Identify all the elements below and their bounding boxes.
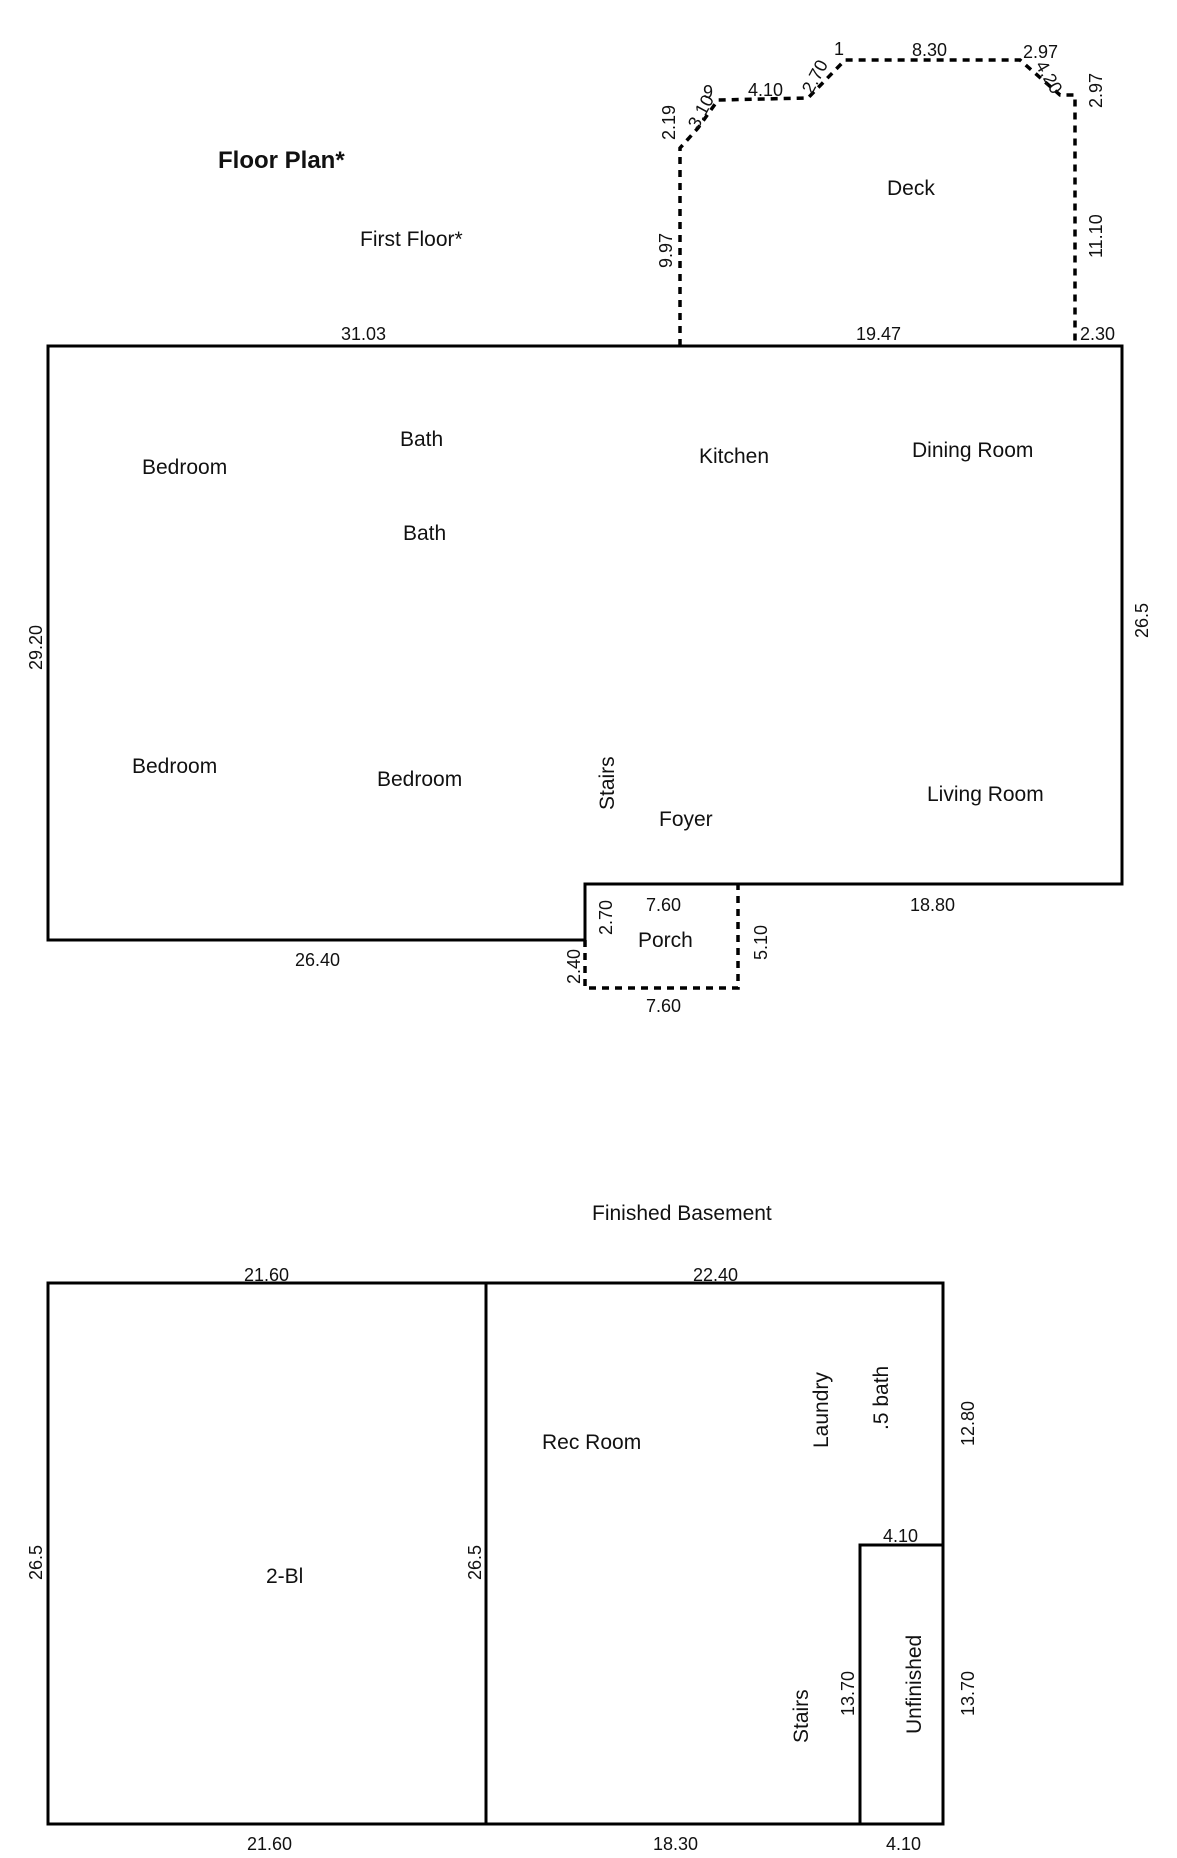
room-unfinished: Unfinished xyxy=(903,1635,926,1734)
room-2-bl: 2-Bl xyxy=(266,1565,303,1588)
room-kitchen: Kitchen xyxy=(699,445,769,468)
room-porch: Porch xyxy=(638,929,693,952)
dim-b-right-lower: 13.70 xyxy=(958,1671,978,1716)
dim-deck-f: 1 xyxy=(834,39,844,59)
dim-deck-right: 11.10 xyxy=(1086,214,1106,258)
dim-b-top-left: 21.60 xyxy=(244,1265,289,1285)
room-stairs: Stairs xyxy=(596,756,619,810)
room-bedroom-2: Bedroom xyxy=(132,755,217,778)
room-deck: Deck xyxy=(887,177,935,200)
dim-porch-top: 7.60 xyxy=(646,895,681,915)
floor-plan-title: Floor Plan* xyxy=(218,147,345,174)
dim-top-left: 31.03 xyxy=(341,324,386,344)
dim-deck-d: 4.10 xyxy=(748,80,783,100)
room-bedroom-3: Bedroom xyxy=(377,768,462,791)
dim-left: 29.20 xyxy=(26,625,46,670)
porch-outline xyxy=(583,884,740,990)
dim-b-right-upper: 12.80 xyxy=(958,1401,978,1446)
dim-deck-h: 4.20 xyxy=(1032,57,1067,97)
dim-b-left: 26.5 xyxy=(26,1545,46,1580)
dim-b-bottom-right: 4.10 xyxy=(886,1834,921,1854)
dim-deck-a: 2.19 xyxy=(659,105,679,140)
dim-deck-c: 9 xyxy=(703,82,713,102)
room-dining-room: Dining Room xyxy=(912,439,1033,462)
unfinished-wall xyxy=(858,1543,943,1824)
dim-porch-right: 5.10 xyxy=(751,925,771,960)
dim-deck-left: 9.97 xyxy=(656,233,676,268)
room-bedroom-1: Bedroom xyxy=(142,456,227,479)
room-rec-room: Rec Room xyxy=(542,1431,641,1454)
room-stairs-basement: Stairs xyxy=(790,1689,813,1743)
deck-outline xyxy=(678,58,1077,346)
basement-label: Finished Basement xyxy=(592,1202,772,1225)
dim-porch-left-upper: 2.70 xyxy=(596,900,616,935)
dim-deck-i: 2.97 xyxy=(1086,73,1106,108)
dim-porch-bottom: 7.60 xyxy=(646,996,681,1016)
dim-porch-left-lower: 2.40 xyxy=(564,949,584,984)
room-bath-1: Bath xyxy=(400,428,443,451)
room-living-room: Living Room xyxy=(927,783,1044,806)
basement-outline xyxy=(46,1281,945,1826)
room-foyer: Foyer xyxy=(659,808,713,831)
dim-top-corner: 2.30 xyxy=(1080,324,1115,344)
dim-b-bottom-left: 21.60 xyxy=(247,1834,292,1854)
dim-bottom-left: 26.40 xyxy=(295,950,340,970)
dim-b-top-right: 22.40 xyxy=(693,1265,738,1285)
first-floor-outline xyxy=(46,344,1124,942)
dim-right: 26.5 xyxy=(1132,603,1152,638)
room-bath-2: Bath xyxy=(403,522,446,545)
first-floor-label: First Floor* xyxy=(360,228,463,251)
room-half-bath: .5 bath xyxy=(870,1366,893,1430)
dim-b-inner: 13.70 xyxy=(838,1671,858,1716)
dim-b-notch: 4.10 xyxy=(883,1526,918,1546)
room-laundry: Laundry xyxy=(810,1372,833,1448)
dim-b-middle: 26.5 xyxy=(465,1545,485,1580)
dim-b-bottom-mid: 18.30 xyxy=(653,1834,698,1854)
dim-deck-g: 2.97 xyxy=(1023,42,1058,62)
dim-top-right: 19.47 xyxy=(856,324,901,344)
dim-bottom-right: 18.80 xyxy=(910,895,955,915)
dim-deck-top: 8.30 xyxy=(912,40,947,60)
